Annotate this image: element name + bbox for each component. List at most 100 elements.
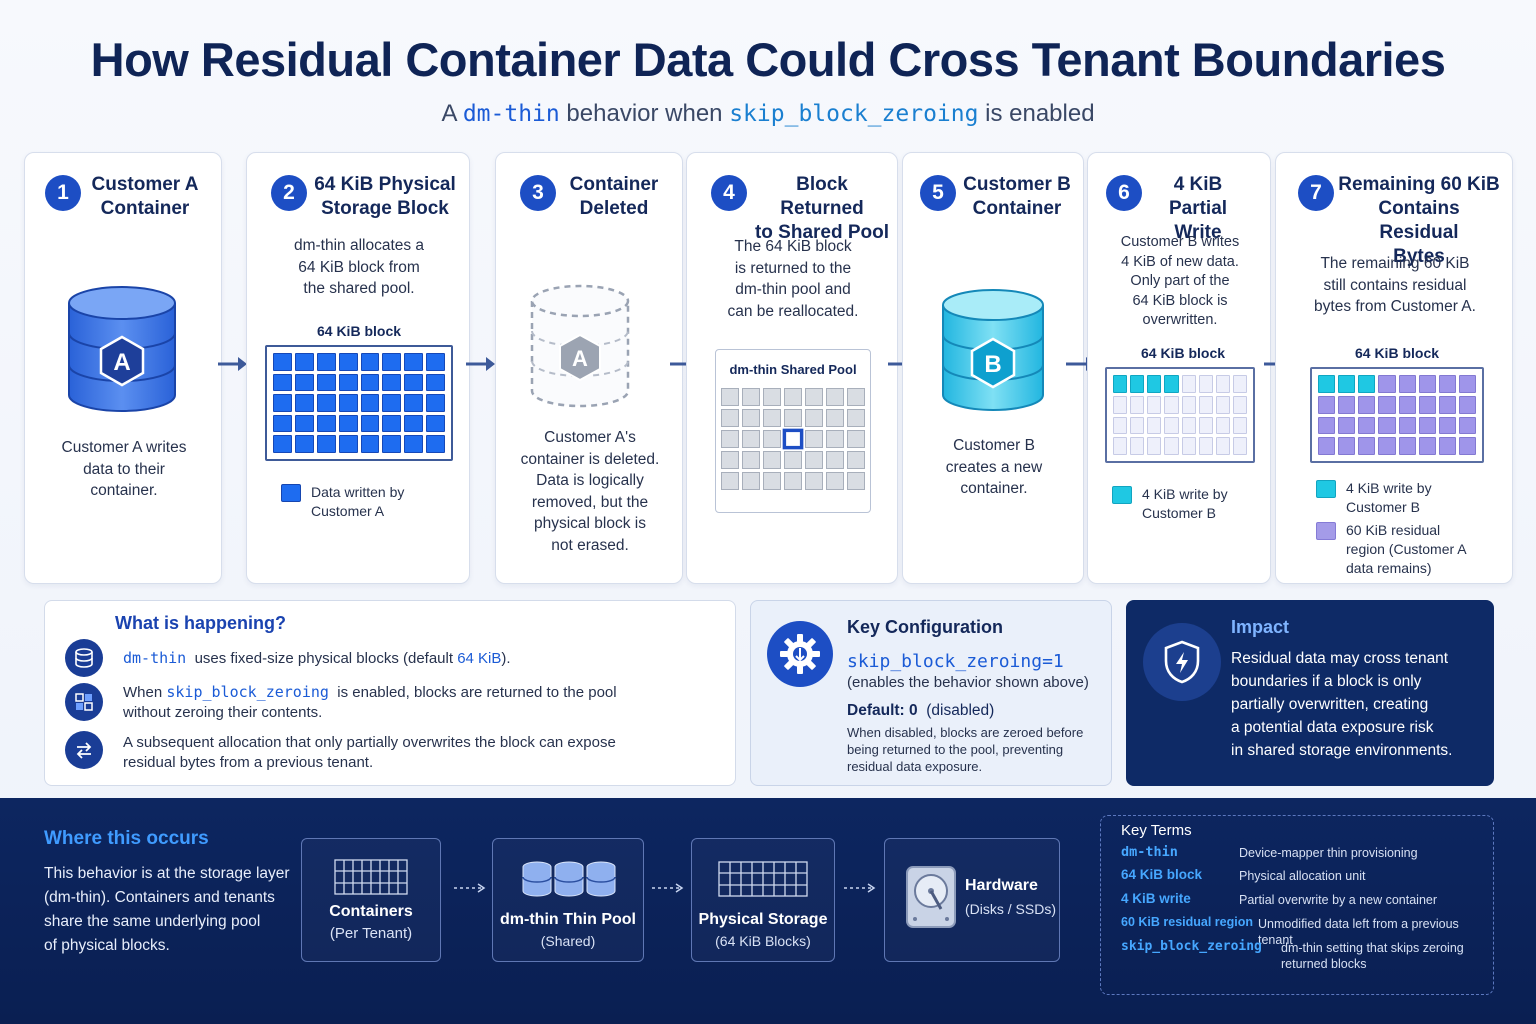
step-title: 4 KiB Partial Write (1144, 173, 1252, 245)
block-cell (338, 414, 358, 433)
block-label: 64 KiB block (1354, 345, 1440, 361)
impact-line: boundaries if a block is only (1231, 673, 1422, 690)
block-cell (273, 394, 292, 412)
block-cell (847, 472, 865, 490)
step-title: Container Deleted (558, 173, 670, 221)
desc-line: Customer A writes (61, 439, 187, 456)
block-cell (1358, 375, 1376, 393)
block-cell (294, 373, 314, 392)
where-title: Where this occurs (44, 828, 209, 849)
page-title: How Residual Container Data Could Cross … (90, 33, 1446, 86)
block-cell (721, 409, 739, 427)
block-cell (805, 472, 823, 490)
block-cell (1164, 437, 1179, 455)
stack-hardware: Hardware (Disks / SSDs) (884, 838, 1060, 962)
shared-pool-label: dm-thin Shared Pool (729, 362, 857, 377)
block-cell (826, 472, 844, 490)
stack-label: Physical Storage (698, 911, 828, 928)
step-description: The 64 KiB block is returned to the dm-t… (695, 236, 891, 322)
swap-arrows-icon (65, 731, 103, 769)
panel-title: Impact (1231, 617, 1290, 637)
block-cell (805, 430, 823, 448)
subtitle-suffix: is enabled (985, 100, 1095, 127)
block-cell (826, 430, 844, 448)
block-cell (1215, 395, 1230, 414)
desc-line: bytes from Customer A. (1314, 298, 1476, 315)
desc-line: overwritten. (1142, 312, 1218, 328)
block-cell (742, 451, 760, 469)
step-number: 6 (1106, 175, 1142, 211)
block-cell (1318, 375, 1336, 393)
stack-thin-pool: dm-thin Thin Pool (Shared) (492, 838, 644, 962)
block-cell (1113, 416, 1128, 435)
shield-icon (1143, 623, 1221, 701)
block-grid-partial-write (1105, 367, 1255, 463)
block-cell (360, 373, 380, 392)
where-line: of physical blocks. (44, 937, 170, 954)
step-number: 3 (520, 175, 556, 211)
block-cell (1198, 395, 1213, 414)
block-cell (426, 414, 445, 433)
bidirectional-arrow-icon (844, 883, 876, 893)
block-cell (404, 353, 424, 371)
block-cell (1398, 437, 1416, 455)
block-cell (742, 388, 760, 406)
block-cell (404, 394, 424, 412)
desc-line: being returned to the pool, preventing (847, 742, 1064, 757)
default-note: (disabled) (926, 702, 995, 719)
block-cell (294, 394, 314, 412)
block-cell (805, 409, 823, 427)
block-cell (847, 451, 865, 469)
desc-line: Customer A's (544, 429, 636, 446)
block-cell (1164, 395, 1179, 414)
term-key: dm-thin (1121, 844, 1178, 860)
term-key: 64 KiB block (1121, 867, 1203, 882)
block-cell (1378, 375, 1396, 393)
block-cell (273, 435, 292, 453)
desc-line: residual data exposure. (847, 759, 983, 774)
block-cell (847, 430, 865, 448)
block-cell (382, 373, 402, 392)
where-line: share the same underlying pool (44, 913, 261, 930)
step-title-line: Block Returned (780, 174, 864, 219)
term-value-line: dm-thin setting that skips zeroing (1281, 941, 1464, 955)
desc-line: physical block is (534, 515, 646, 532)
database-b-icon: B (942, 289, 1044, 411)
flow-arrow-icon (466, 357, 495, 371)
block-cell (1338, 375, 1356, 393)
what-item-1: dm-thin uses fixed-size physical blocks … (123, 648, 511, 669)
block-cell (316, 435, 336, 453)
block-cell (784, 409, 802, 427)
config-description: When disabled, blocks are zeroed before … (847, 724, 1083, 775)
desc-line: When disabled, blocks are zeroed before (847, 725, 1084, 740)
block-cell (338, 394, 358, 412)
block-cell (1458, 416, 1476, 435)
block-cell (316, 394, 336, 412)
desc-line: can be reallocated. (727, 302, 859, 320)
desc-line: Only part of the (1130, 273, 1230, 289)
hard-drive-icon (906, 866, 956, 928)
step-number: 5 (920, 175, 956, 211)
step-description: Customer B writes 4 KiB of new data. Onl… (1092, 233, 1268, 331)
block-grid-icon (718, 861, 808, 897)
block-cell (1398, 375, 1416, 393)
default-label: Default: 0 (847, 702, 918, 719)
config-setting: skip_block_zeroing=1 (847, 651, 1064, 672)
stacked-databases-icon (522, 861, 616, 897)
terms-title: Key Terms (1121, 822, 1192, 839)
block-cell (1215, 375, 1230, 393)
bidirectional-arrow-icon (454, 883, 486, 893)
block-cell (805, 451, 823, 469)
block-cell (338, 353, 358, 371)
block-cell (763, 451, 781, 469)
step-card-2: 2 64 KiB Physical Storage Block dm-thin … (246, 152, 470, 584)
step-card-4: 4 Block Returned to Shared Pool The 64 K… (686, 152, 898, 584)
where-line: (dm-thin). Containers and tenants (44, 889, 275, 906)
block-cell (826, 409, 844, 427)
subtitle-code-dm-thin: dm-thin (462, 101, 560, 127)
block-cell (763, 388, 781, 406)
stack-label: Hardware (965, 877, 1038, 894)
